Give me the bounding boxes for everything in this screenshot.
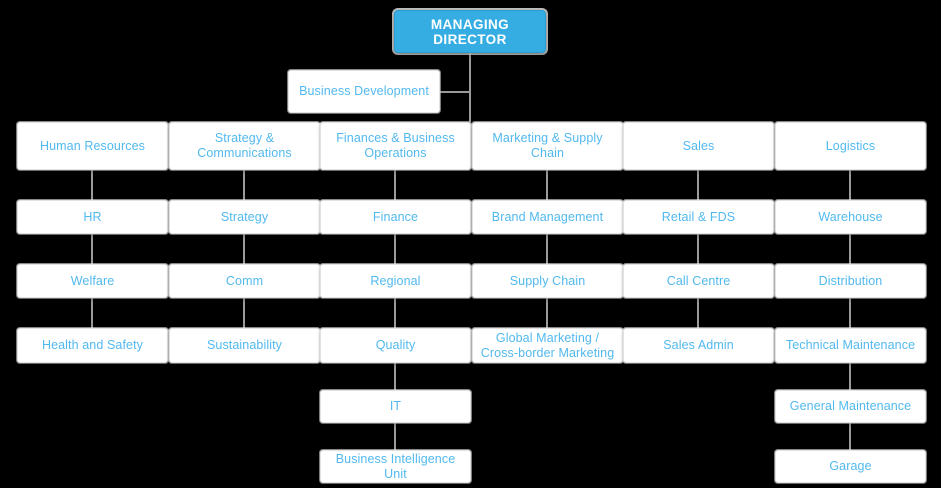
connector-c5-l3-l4 (697, 298, 699, 328)
connector-c1-l1-l2 (91, 170, 93, 200)
node-label-line-1: Finances & Business (336, 131, 455, 145)
node-label-line-2: Communications (197, 146, 292, 160)
node-logistics[interactable]: Logistics (775, 122, 926, 170)
node-label: Welfare (70, 273, 115, 288)
node-sales[interactable]: Sales (623, 122, 774, 170)
node-sales-admin[interactable]: Sales Admin (623, 328, 774, 363)
node-label: Logistics (825, 138, 876, 153)
node-label: Warehouse (818, 209, 883, 224)
node-label: Sales (682, 138, 715, 153)
connector-c5-l1-l2 (697, 170, 699, 200)
connector-c3-l3-l4 (394, 298, 396, 328)
node-distribution[interactable]: Distribution (775, 264, 926, 298)
node-strategy-communications[interactable]: Strategy & Communications (169, 122, 320, 170)
node-label-line-2: Operations (364, 146, 427, 160)
node-label: Regional (370, 273, 421, 288)
node-label: Health and Safety (41, 338, 144, 352)
node-label: Call Centre (666, 273, 731, 288)
node-finances-business-operations[interactable]: Finances & Business Operations (320, 122, 471, 170)
connector-business-development (437, 91, 470, 93)
node-label: Comm (225, 273, 264, 288)
node-label: Retail & FDS (661, 209, 736, 224)
connector-c6-l4-l5 (849, 363, 851, 390)
node-label: Distribution (818, 273, 883, 288)
node-strategy[interactable]: Strategy (169, 200, 320, 234)
connector-c3-l2-l3 (394, 234, 396, 264)
node-hr[interactable]: HR (17, 200, 168, 234)
node-warehouse[interactable]: Warehouse (775, 200, 926, 234)
node-garage[interactable]: Garage (775, 450, 926, 483)
node-label-line-2: Cross-border Marketing (480, 345, 615, 360)
node-business-intelligence-unit[interactable]: Business Intelligence Unit (320, 450, 471, 483)
node-health-and-safety[interactable]: Health and Safety (17, 328, 168, 363)
connector-root-vertical (469, 52, 471, 122)
node-label: Finance (372, 209, 419, 224)
connector-c6-l1-l2 (849, 170, 851, 200)
node-managing-director[interactable]: MANAGING DIRECTOR (394, 10, 546, 53)
node-call-centre[interactable]: Call Centre (623, 264, 774, 298)
node-label: Brand Management (491, 209, 604, 224)
node-label: Global Marketing / Cross-border Marketin… (479, 331, 616, 361)
node-label: Finances & Business Operations (327, 131, 464, 161)
connector-c4-l2-l3 (546, 234, 548, 264)
node-sustainability[interactable]: Sustainability (169, 328, 320, 363)
node-label: General Maintenance (789, 399, 912, 413)
node-technical-maintenance[interactable]: Technical Maintenance (775, 328, 926, 363)
node-human-resources[interactable]: Human Resources (17, 122, 168, 170)
node-label: Business Intelligence Unit (335, 451, 456, 481)
node-label: HR (83, 209, 102, 224)
connector-c1-l2-l3 (91, 234, 93, 264)
connector-c3-l5-l6 (394, 423, 396, 450)
connector-c6-l3-l4 (849, 298, 851, 328)
node-label: Business Development (299, 84, 429, 98)
connector-c5-l2-l3 (697, 234, 699, 264)
connector-c6-l2-l3 (849, 234, 851, 264)
node-label: Strategy (220, 209, 269, 224)
connector-c4-l3-l4 (546, 298, 548, 328)
node-label: MANAGING DIRECTOR (430, 16, 510, 47)
connector-c2-l2-l3 (243, 234, 245, 264)
node-label: Technical Maintenance (785, 338, 916, 352)
node-label-line-1: Global Marketing / (495, 330, 600, 345)
connector-c3-l4-l5 (394, 363, 396, 390)
connector-c2-l3-l4 (243, 298, 245, 328)
node-label: Sustainability (206, 338, 283, 352)
node-label: Human Resources (39, 138, 145, 153)
node-label: Garage (829, 459, 872, 473)
node-label: IT (389, 399, 402, 413)
connector-c3-l1-l2 (394, 170, 396, 200)
connector-c4-l1-l2 (546, 170, 548, 200)
node-label-line-1: Strategy & (214, 131, 275, 145)
node-general-maintenance[interactable]: General Maintenance (775, 390, 926, 423)
node-it[interactable]: IT (320, 390, 471, 423)
node-business-development[interactable]: Business Development (288, 70, 440, 113)
node-label: Strategy & Communications (176, 131, 313, 161)
node-brand-management[interactable]: Brand Management (472, 200, 623, 234)
node-finance[interactable]: Finance (320, 200, 471, 234)
node-retail-fds[interactable]: Retail & FDS (623, 200, 774, 234)
node-marketing-supply-chain[interactable]: Marketing & Supply Chain (472, 122, 623, 170)
connector-c6-l5-l6 (849, 423, 851, 450)
node-label: Sales Admin (663, 338, 734, 352)
node-label: Marketing & Supply Chain (492, 131, 603, 160)
node-label: Quality (375, 338, 416, 352)
node-comm[interactable]: Comm (169, 264, 320, 298)
node-regional[interactable]: Regional (320, 264, 471, 298)
node-global-marketing[interactable]: Global Marketing / Cross-border Marketin… (472, 328, 623, 363)
node-supply-chain[interactable]: Supply Chain (472, 264, 623, 298)
node-welfare[interactable]: Welfare (17, 264, 168, 298)
connector-c2-l1-l2 (243, 170, 245, 200)
connector-c1-l3-l4 (91, 298, 93, 328)
node-quality[interactable]: Quality (320, 328, 471, 363)
node-label: Supply Chain (509, 273, 586, 288)
